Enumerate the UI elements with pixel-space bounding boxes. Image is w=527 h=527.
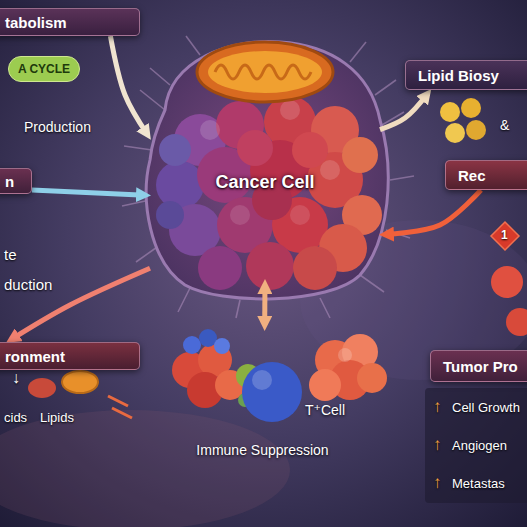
cycle-pill: A CYCLE (8, 56, 80, 82)
cell-blobs (293, 246, 337, 290)
cell-blobs (320, 160, 340, 180)
lipid-droplets (445, 123, 465, 143)
cell-spikes (124, 146, 152, 150)
group-caption: Immune Suppression (155, 442, 370, 458)
section-banner: ronment (0, 342, 140, 370)
node-text: ronment (5, 348, 65, 365)
cell-blobs (230, 205, 250, 225)
lipid-droplets (440, 102, 460, 122)
immune-cells (183, 336, 201, 354)
cell-spikes (375, 80, 396, 95)
cell-spikes (186, 36, 200, 55)
cell-membrane (146, 42, 388, 299)
cell-spikes (122, 36, 414, 318)
cell-spikes (360, 275, 384, 292)
cell-spikes (236, 300, 240, 318)
immune-cells (338, 348, 352, 362)
node-text: Tumor Pro (443, 358, 518, 375)
note-text: duction (4, 276, 52, 293)
cell-blobs (156, 96, 382, 290)
section-banner: n (0, 168, 32, 194)
cell-blobs (237, 130, 273, 166)
background (0, 410, 290, 527)
mitochondrion (215, 65, 311, 79)
nutrient-icons (62, 371, 98, 393)
cell-blobs (342, 137, 378, 173)
immune-cells (242, 362, 302, 422)
arrow-symbol: ↑ (433, 397, 442, 417)
node-text: n (5, 173, 14, 190)
node-text: Lipid Biosy (418, 67, 499, 84)
node-text: Cancer Cell (215, 172, 314, 193)
lipid-droplets (440, 98, 486, 143)
mitochondrion (208, 51, 322, 93)
icon-number: 1 (501, 228, 508, 242)
cell-blobs (159, 134, 191, 166)
immune-cells (252, 370, 272, 390)
note-text: te (4, 246, 17, 263)
cell-spikes (350, 42, 366, 62)
mitochondrion (197, 42, 333, 102)
flow-arrow (380, 94, 428, 130)
immune-group: T⁺CellImmune Suppression (155, 330, 370, 470)
outcome-text: Cell Growth (452, 400, 520, 415)
cell-blobs (292, 132, 328, 168)
cell-blobs (246, 242, 294, 290)
cell-blobs (156, 161, 204, 209)
cell-membrane (146, 42, 388, 299)
flow-arrow (385, 190, 481, 235)
note-text: Lipids (40, 410, 74, 425)
note-text: cids (4, 410, 27, 425)
outcome-panel (425, 388, 527, 503)
cell-spikes (150, 68, 170, 85)
immune-cells (172, 329, 387, 422)
outcome-text: Angiogen (452, 438, 507, 453)
node-text: tabolism (5, 14, 67, 31)
arrow-symbol: ↓ (12, 369, 20, 387)
note-text: & (500, 117, 509, 133)
cell-spikes (390, 176, 414, 180)
lipid-droplets (461, 98, 481, 118)
flow-arrow (32, 190, 145, 195)
section-banner: tabolism (0, 8, 140, 36)
node-text: A CYCLE (18, 62, 70, 76)
mitochondrion (197, 42, 333, 102)
cell-blobs (198, 246, 242, 290)
cancer-cell: Cancer Cell (150, 45, 380, 280)
cell-spikes (178, 288, 190, 312)
section-banner: Tumor Pro (430, 350, 527, 382)
redox-icons (491, 222, 519, 250)
cell-blobs (290, 205, 310, 225)
note-text: Production (24, 119, 91, 135)
outcome-text: Metastas (452, 476, 505, 491)
immune-cells (357, 363, 387, 393)
nutrient-icons (108, 396, 132, 418)
cell-blobs (200, 120, 220, 140)
flow-arrow (110, 36, 147, 135)
cell-spikes (320, 298, 330, 318)
redox-icons (491, 266, 523, 298)
nutrient-icons (28, 378, 56, 398)
lipid-droplets (466, 120, 486, 140)
arrow-symbol: ↑ (433, 435, 442, 455)
section-banner: Rec (445, 160, 527, 190)
node-text: Rec (458, 167, 486, 184)
immune-cells (309, 369, 341, 401)
section-banner: Lipid Biosy (405, 60, 527, 90)
outcome-panel (425, 388, 527, 503)
cell-blobs (280, 100, 300, 120)
arrow-symbol: ↑ (433, 473, 442, 493)
redox-icons (506, 308, 527, 336)
cell-label: T⁺Cell (305, 402, 345, 418)
immune-cells (214, 338, 230, 354)
cell-spikes (140, 90, 165, 110)
flow-arrow (262, 285, 267, 325)
cell-blobs (156, 201, 184, 229)
redox-icons (491, 222, 527, 336)
